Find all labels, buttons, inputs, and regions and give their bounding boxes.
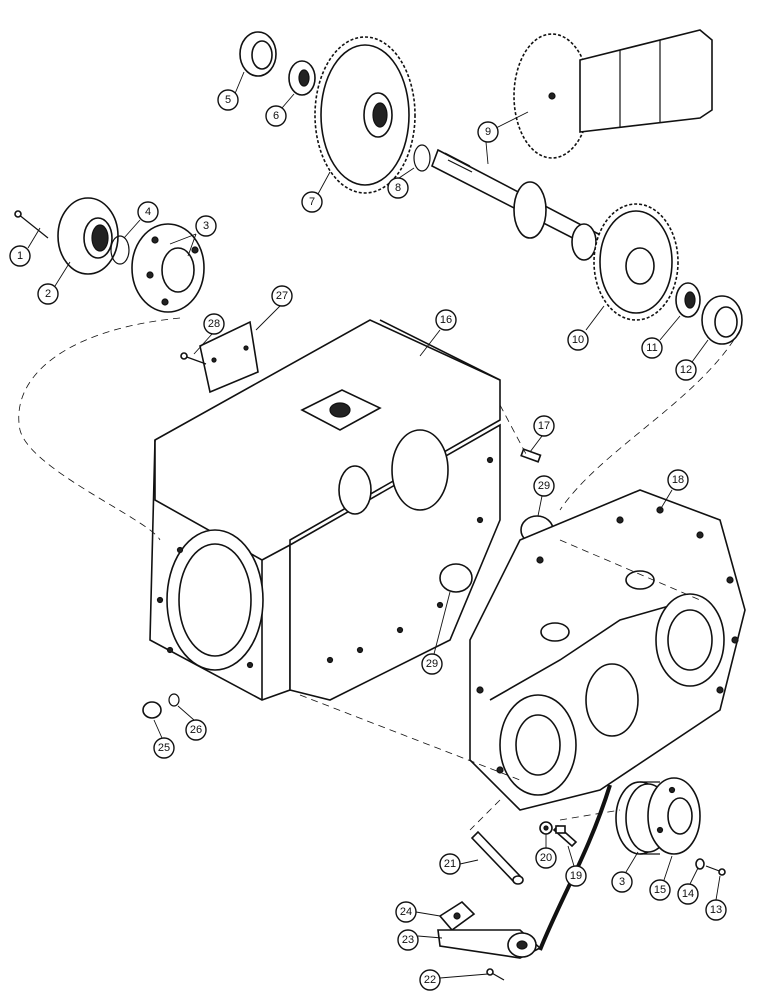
alignment-lines (18, 317, 741, 831)
bolt-part-28 (180, 352, 207, 365)
callout-23-label: 23 (402, 934, 414, 946)
callout-27: 27 (271, 285, 293, 307)
bracket-part-24 (438, 900, 476, 932)
callout-1: 1 (9, 245, 31, 267)
pinion-shaft-part-9 (431, 148, 612, 261)
drain-plug-part-25 (142, 701, 162, 719)
callout-3-lower: 3 (611, 871, 633, 893)
callout-7-label: 7 (309, 196, 315, 208)
bearing-cap-part-2 (57, 197, 119, 275)
callout-9: 9 (477, 121, 499, 143)
callout-24: 24 (395, 901, 417, 923)
callout-1-label: 1 (17, 250, 23, 262)
callout-17: 17 (533, 415, 555, 437)
callout-3-lower-label: 3 (619, 876, 625, 888)
callout-6: 6 (265, 105, 287, 127)
callout-28: 28 (203, 313, 225, 335)
callout-28-label: 28 (208, 318, 220, 330)
callout-27-label: 27 (276, 290, 288, 302)
callout-11-label: 11 (646, 342, 657, 354)
dowel-pin-part-17 (520, 448, 542, 463)
bearing-cone-part-6 (288, 60, 316, 96)
bearing-cup-part-12 (701, 295, 743, 345)
callout-23: 23 (397, 929, 419, 951)
washer-part-20 (539, 821, 553, 835)
callout-29-lower-label: 29 (426, 658, 438, 670)
bolt-part-19 (552, 824, 578, 848)
spur-gear-part-7 (314, 36, 416, 194)
callout-21: 21 (439, 853, 461, 875)
callout-20-label: 20 (540, 852, 552, 864)
lever-part-23 (437, 929, 542, 959)
bearing-cap-part-15 (647, 777, 701, 855)
callout-25: 25 (153, 737, 175, 759)
callout-13-label: 13 (710, 904, 722, 916)
callout-5: 5 (217, 89, 239, 111)
callout-26-label: 26 (190, 724, 202, 736)
bevel-gear-part-9 (513, 29, 713, 159)
leader-lines (27, 71, 721, 979)
callout-18: 18 (667, 469, 689, 491)
callout-18-label: 18 (672, 474, 684, 486)
bearing-cup-part-5 (239, 31, 277, 77)
gear-case-part-18 (469, 489, 746, 811)
callout-19: 19 (565, 865, 587, 887)
callout-17-label: 17 (538, 420, 550, 432)
transmission-housing-part-16 (149, 319, 501, 701)
callout-5-label: 5 (225, 94, 231, 106)
callout-25-label: 25 (158, 742, 170, 754)
screw-part-22 (486, 968, 505, 981)
seal-washer-part-26 (168, 693, 180, 707)
callout-2-label: 2 (45, 288, 51, 300)
callout-26: 26 (185, 719, 207, 741)
callout-21-label: 21 (444, 858, 456, 870)
callout-6-label: 6 (273, 110, 279, 122)
callout-10: 10 (567, 329, 589, 351)
callout-2: 2 (37, 283, 59, 305)
callout-9-label: 9 (485, 126, 491, 138)
callout-29-upper: 29 (533, 475, 555, 497)
callout-22: 22 (419, 969, 441, 991)
callout-4: 4 (137, 201, 159, 223)
callout-29-lower: 29 (421, 653, 443, 675)
callout-10-label: 10 (572, 334, 584, 346)
callout-16-label: 16 (440, 314, 452, 326)
callout-7: 7 (301, 191, 323, 213)
callout-15-label: 15 (654, 884, 666, 896)
callout-20: 20 (535, 847, 557, 869)
callout-15: 15 (649, 879, 671, 901)
dowel-sleeve-part-29-lower (439, 563, 473, 593)
o-ring-part-4 (110, 235, 130, 265)
callout-12: 12 (675, 359, 697, 381)
callout-3-upper-label: 3 (203, 220, 209, 232)
bearing-cone-part-11 (675, 282, 701, 318)
bolt-part-13 (705, 865, 726, 876)
shim-pack-part-3-upper (131, 223, 205, 313)
spur-gear-part-10 (593, 203, 679, 321)
callout-11: 11 (641, 337, 663, 359)
bolt-part-1 (14, 210, 49, 239)
callout-16: 16 (435, 309, 457, 331)
washer-part-14 (695, 858, 705, 870)
callout-24-label: 24 (400, 906, 412, 918)
callout-13: 13 (705, 899, 727, 921)
callout-3-upper: 3 (195, 215, 217, 237)
callout-8: 8 (387, 177, 409, 199)
callout-12-label: 12 (680, 364, 692, 376)
callout-14-label: 14 (682, 888, 694, 900)
snap-ring-part-8 (413, 144, 431, 172)
callout-4-label: 4 (145, 206, 151, 218)
cover-plate-part-27 (199, 320, 259, 394)
callout-14: 14 (677, 883, 699, 905)
callout-29-upper-label: 29 (538, 480, 550, 492)
callout-22-label: 22 (424, 974, 436, 986)
stud-bolt-part-21 (470, 830, 524, 885)
callout-19-label: 19 (570, 870, 582, 882)
callout-8-label: 8 (395, 182, 401, 194)
